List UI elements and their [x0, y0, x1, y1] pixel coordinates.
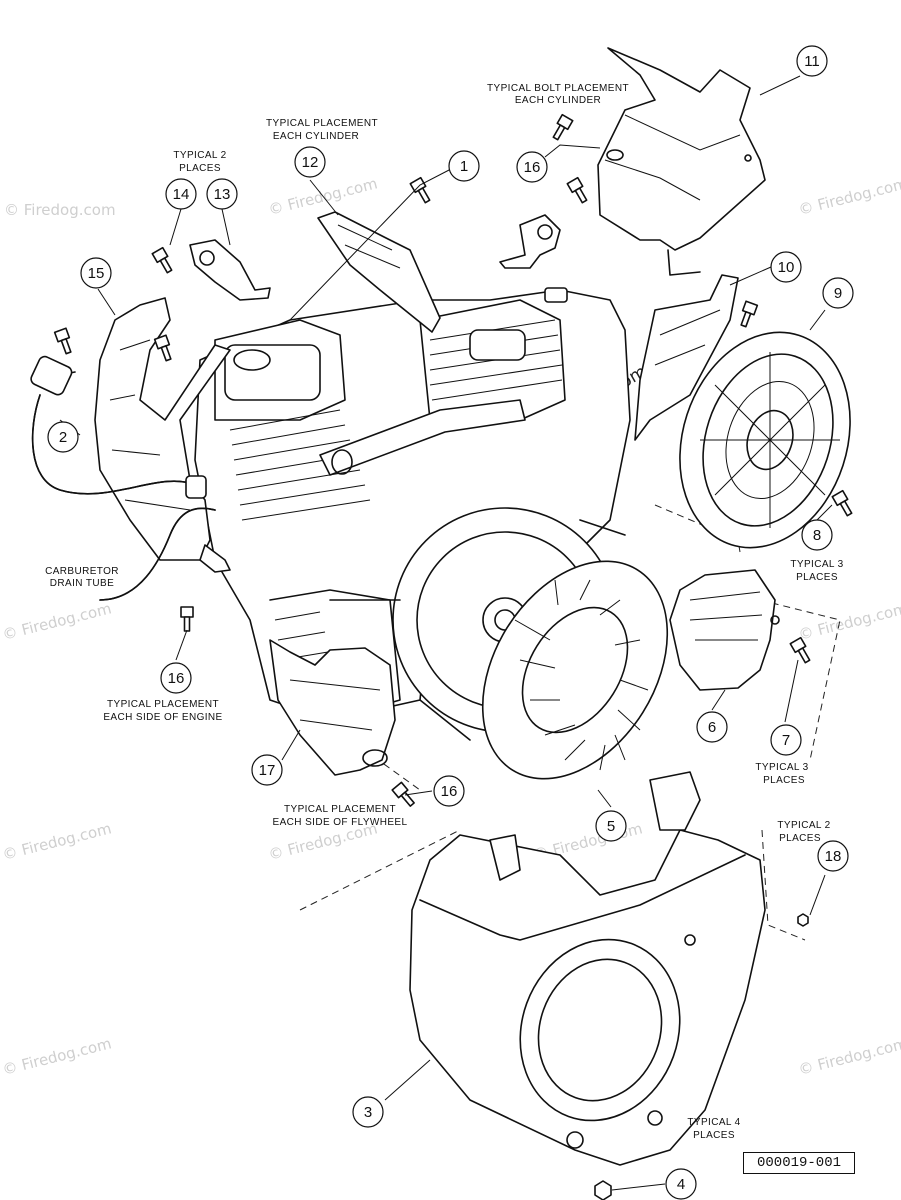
bolt: [151, 246, 173, 274]
callout-3: 3: [352, 1096, 384, 1128]
callout-13: 13: [206, 178, 238, 210]
callout-number: 6: [708, 719, 716, 736]
fasteners: [53, 113, 853, 1200]
callout-number: 9: [834, 285, 842, 302]
note-side-engine-line2: EACH SIDE OF ENGINE: [103, 712, 222, 723]
note-typical-2-places-line1: TYPICAL 2: [173, 150, 226, 161]
bolt: [566, 176, 588, 204]
engine-block: [194, 287, 631, 741]
nut: [594, 1180, 612, 1200]
callout-12: 12: [294, 146, 326, 178]
callout-16: 16: [160, 662, 192, 694]
watermark: © Firedog.com: [797, 174, 901, 218]
note-carburetor-line2: DRAIN TUBE: [50, 578, 114, 589]
note-typical-3-places-7-line1: TYPICAL 3: [755, 762, 808, 773]
part-11-cylinder-shroud: [597, 47, 766, 276]
bolt: [153, 334, 172, 362]
callout-11: 11: [796, 45, 828, 77]
watermark: © Firedog.com: [1, 819, 114, 863]
callout-15: 15: [80, 257, 112, 289]
part-9-screen: [679, 331, 851, 549]
note-typical-2-places-18-line2: PLACES: [779, 833, 821, 844]
note-carburetor-line1: CARBURETOR: [45, 566, 119, 577]
callout-number: 2: [59, 429, 67, 446]
note-bolt-placement-line1: TYPICAL BOLT PLACEMENT: [487, 83, 629, 94]
callouts: 1 2 3 4 5 6 7 8 9 10 11 12 13 14 15 16 1…: [47, 45, 854, 1200]
callout-5: 5: [595, 810, 627, 842]
part-5-fan: [481, 560, 669, 780]
leader-lines: [59, 75, 833, 1191]
callout-number: 1: [460, 158, 468, 175]
callout-number: 7: [782, 732, 790, 749]
callout-18: 18: [817, 840, 849, 872]
note-side-flywheel-line2: EACH SIDE OF FLYWHEEL: [273, 817, 408, 828]
callout-9: 9: [822, 277, 854, 309]
callout-number: 4: [677, 1176, 685, 1193]
part-17-flywheel-shroud: [269, 639, 396, 776]
note-typical-4-places-line2: PLACES: [693, 1130, 735, 1141]
callout-7: 7: [770, 724, 802, 756]
note-side-engine-line1: TYPICAL PLACEMENT: [107, 699, 219, 710]
callout-16: 16: [516, 151, 548, 183]
carburetor-drain-tube: [99, 507, 231, 601]
note-typical-3-places-8-line1: TYPICAL 3: [790, 559, 843, 570]
notes: TYPICAL BOLT PLACEMENT EACH CYLINDER TYP…: [45, 83, 843, 1141]
callout-number: 16: [168, 670, 185, 687]
part-3-blower-housing: [409, 771, 766, 1166]
note-typical-3-places-7-line2: PLACES: [763, 775, 805, 786]
callout-16: 16: [433, 775, 465, 807]
callout-number: 15: [88, 265, 105, 282]
callout-number: 16: [441, 783, 458, 800]
callout-17: 17: [251, 754, 283, 786]
callout-number: 8: [813, 527, 821, 544]
callout-2: 2: [47, 421, 79, 453]
note-typical-3-places-8-line2: PLACES: [796, 572, 838, 583]
watermark: © Firedog.com: [1, 1034, 114, 1078]
note-cylinder-placement-line2: EACH CYLINDER: [273, 131, 359, 142]
note-typical-2-places-18-line1: TYPICAL 2: [777, 820, 830, 831]
note-side-flywheel-line1: TYPICAL PLACEMENT: [284, 804, 396, 815]
callout-number: 10: [778, 259, 795, 276]
callout-1: 1: [448, 150, 480, 182]
part-10-shroud: [634, 274, 739, 441]
watermark: © Firedog.com: [4, 201, 116, 219]
watermark: © Firedog.com: [797, 599, 901, 643]
bolt: [552, 113, 574, 141]
reference-code: 000019-001: [743, 1152, 855, 1174]
bolt: [740, 300, 759, 328]
note-typical-2-places-line2: PLACES: [179, 163, 221, 174]
bolt: [391, 781, 415, 807]
callout-14: 14: [165, 178, 197, 210]
bolt: [831, 489, 853, 517]
note-cylinder-placement-line1: TYPICAL PLACEMENT: [266, 118, 378, 129]
callout-6: 6: [696, 711, 728, 743]
note-bolt-placement-line2: EACH CYLINDER: [515, 95, 601, 106]
callout-number: 16: [524, 159, 541, 176]
callout-number: 11: [804, 53, 820, 70]
watermark: © Firedog.com: [1, 599, 114, 643]
part-6-bracket: [669, 569, 780, 691]
callout-number: 5: [607, 818, 615, 835]
part-13-bracket: [189, 214, 561, 301]
bolt: [409, 176, 431, 204]
nut: [797, 913, 809, 927]
callout-number: 18: [825, 848, 842, 865]
bolt: [53, 327, 72, 355]
callout-number: 12: [302, 154, 319, 171]
callout-10: 10: [770, 251, 802, 283]
callout-8: 8: [801, 519, 833, 551]
callout-number: 3: [364, 1104, 372, 1121]
note-typical-4-places-line1: TYPICAL 4: [687, 1117, 740, 1128]
watermark: © Firedog.com: [797, 1034, 901, 1078]
callout-number: 17: [259, 762, 276, 779]
callout-number: 13: [214, 186, 231, 203]
part-12-baffle: [317, 211, 441, 333]
callout-number: 14: [173, 186, 190, 203]
callout-4: 4: [665, 1168, 697, 1200]
part-2-wire: [30, 355, 207, 499]
bolt: [180, 606, 194, 632]
bolt: [789, 636, 811, 664]
